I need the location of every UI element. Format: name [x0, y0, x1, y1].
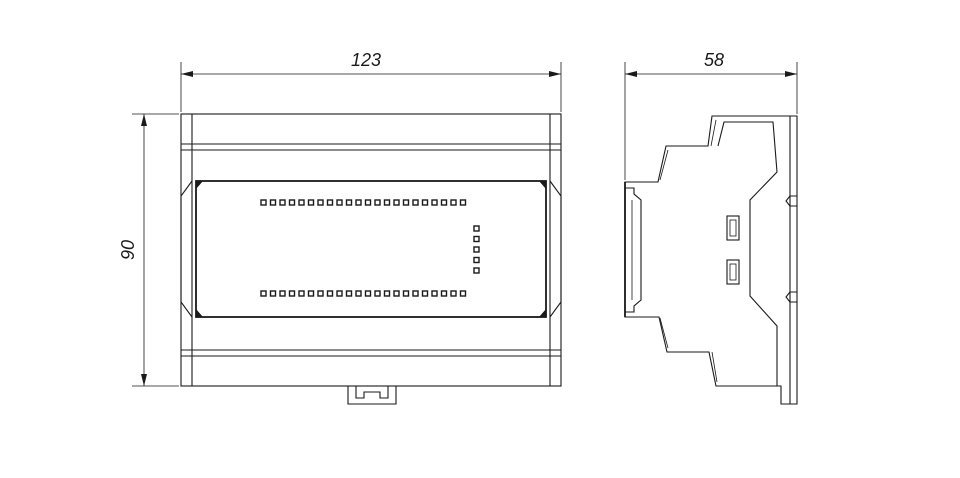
led-indicator [402, 290, 410, 297]
led-indicator [288, 290, 296, 297]
side-inner-chamfer-2 [659, 119, 718, 383]
led-indicator [345, 199, 353, 206]
led-indicator [326, 290, 334, 297]
front-corner-clip-br [539, 309, 546, 317]
led-indicator [459, 290, 467, 297]
led-indicator [412, 199, 419, 206]
din-rail-clip [347, 386, 397, 405]
led-indicator [412, 290, 419, 297]
led-indicator [260, 290, 267, 297]
side-terminal-opening-upper [726, 215, 740, 241]
led-indicator [364, 290, 372, 297]
led-indicator [473, 235, 480, 243]
led-indicator [374, 290, 381, 297]
front-panel-left-shoulder [180, 180, 193, 318]
led-indicator [440, 290, 448, 297]
led-indicator [336, 290, 343, 297]
front-panel [195, 180, 547, 318]
side-terminal-opening-lower [726, 259, 740, 285]
top-led-row [260, 199, 467, 206]
front-view [180, 113, 562, 405]
led-indicator [298, 199, 305, 206]
led-indicator [288, 199, 296, 206]
led-indicator [336, 199, 343, 206]
led-indicator [279, 199, 286, 206]
front-corner-clip-tl [196, 181, 203, 189]
led-indicator [431, 290, 438, 297]
bottom-led-row [260, 290, 467, 297]
led-indicator [421, 199, 429, 206]
width-dimension-label: 123 [351, 50, 381, 70]
led-indicator [326, 199, 334, 206]
front-corner-clip-tr [539, 181, 546, 189]
side-rail-notch-top [785, 195, 797, 207]
led-indicator [450, 199, 457, 206]
led-indicator [383, 290, 391, 297]
led-indicator [364, 199, 372, 206]
led-indicator [269, 199, 277, 206]
led-indicator [345, 290, 353, 297]
side-terminal-opening-upper-inner [729, 219, 737, 237]
side-view [624, 115, 798, 405]
depth-dimension: 58 [624, 50, 798, 180]
height-dimension: 90 [118, 113, 179, 387]
side-terminal-opening-lower-inner [729, 263, 737, 281]
led-indicator [393, 199, 400, 206]
led-indicator [355, 199, 362, 206]
led-indicator [473, 246, 480, 253]
led-indicator [431, 199, 438, 206]
led-indicator [473, 256, 480, 264]
led-indicator [383, 199, 391, 206]
led-indicator [473, 225, 480, 232]
front-corner-clip-bl [196, 309, 203, 317]
depth-dimension-label: 58 [704, 50, 724, 70]
side-inner-chamfer [717, 121, 778, 386]
led-indicator [307, 290, 315, 297]
side-led-column [473, 225, 480, 274]
height-dimension-label: 90 [118, 240, 138, 260]
led-indicator [317, 199, 324, 206]
led-indicator [260, 199, 267, 206]
led-indicator [279, 290, 286, 297]
led-indicator [298, 290, 305, 297]
width-dimension: 123 [180, 50, 562, 112]
led-indicator [440, 199, 448, 206]
side-front-lip [625, 187, 642, 313]
led-indicator [269, 290, 277, 297]
led-indicator [393, 290, 400, 297]
side-rail-notch-bottom [785, 291, 797, 303]
front-housing-outline [180, 113, 562, 387]
side-profile-outline [624, 115, 798, 405]
led-indicator [355, 290, 362, 297]
led-indicator [459, 199, 467, 206]
led-indicator [317, 290, 324, 297]
led-indicator [402, 199, 410, 206]
led-indicator [450, 290, 457, 297]
led-indicator [374, 199, 381, 206]
front-panel-right-shoulder [549, 180, 562, 318]
led-indicator [473, 267, 480, 274]
led-indicator [421, 290, 429, 297]
led-indicator [307, 199, 315, 206]
